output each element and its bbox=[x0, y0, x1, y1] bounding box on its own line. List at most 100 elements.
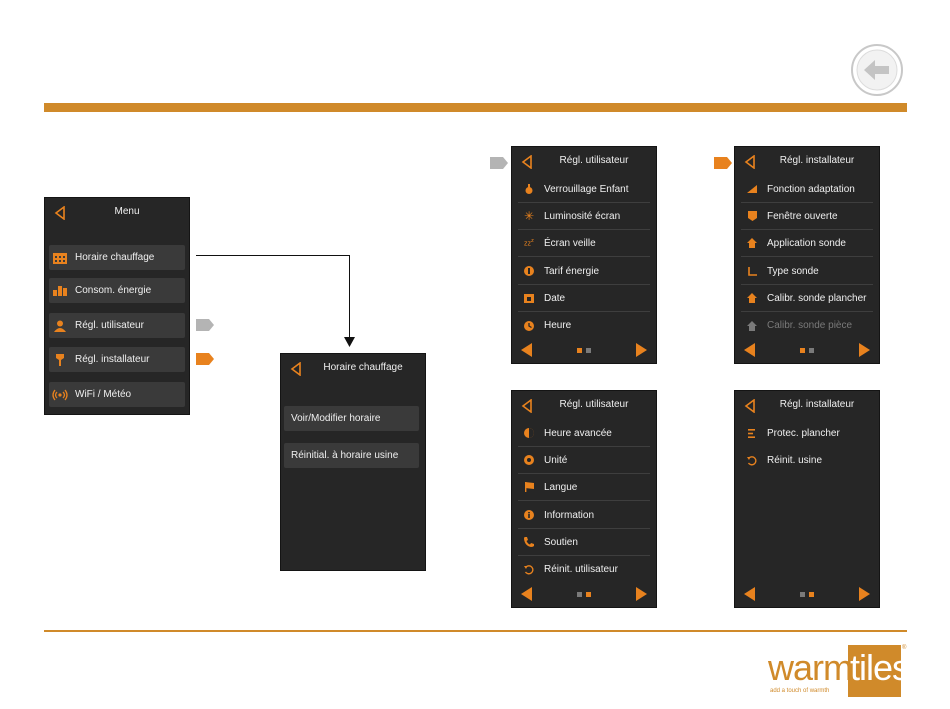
list-item-daylight-saving[interactable]: Heure avancée bbox=[518, 420, 650, 447]
logo-word-tiles: tiles bbox=[850, 647, 910, 688]
list-item-child-lock[interactable]: Verrouillage Enfant bbox=[518, 176, 650, 203]
pager bbox=[735, 581, 879, 607]
prev-page-arrow-icon[interactable] bbox=[521, 343, 532, 357]
list-item-sensor-application[interactable]: Application sonde bbox=[741, 230, 873, 257]
schedule-header: Horaire chauffage bbox=[281, 354, 425, 384]
connector-line-vertical bbox=[349, 255, 350, 341]
list-item-open-window[interactable]: Fenêtre ouverte bbox=[741, 203, 873, 230]
next-page-arrow-icon[interactable] bbox=[636, 343, 647, 357]
tag-installer-settings-marker bbox=[196, 353, 214, 365]
list-item-language[interactable]: Langue bbox=[518, 474, 650, 501]
heating-schedule-screen: Horaire chauffage Voir/Modifier horaire … bbox=[280, 353, 426, 571]
brightness-icon: ✳ bbox=[523, 209, 535, 223]
list-item-unit[interactable]: Unité bbox=[518, 447, 650, 474]
list-item-sensor-type[interactable]: Type sonde bbox=[741, 258, 873, 285]
header-accent-bar bbox=[44, 103, 907, 112]
logo-tiles-box bbox=[848, 645, 901, 697]
clock-icon bbox=[524, 320, 534, 331]
reset-factory-schedule-button[interactable]: Réinitial. à horaire usine bbox=[284, 443, 419, 468]
page-dot-active bbox=[800, 348, 805, 353]
back-triangle-icon[interactable] bbox=[521, 155, 533, 169]
floor-sensor-icon bbox=[747, 293, 757, 303]
list-item-floor-protection[interactable]: Protec. plancher bbox=[741, 420, 873, 447]
back-triangle-icon[interactable] bbox=[744, 399, 756, 413]
calendar-icon bbox=[53, 252, 67, 264]
installer-settings-header: Régl. installateur bbox=[735, 147, 879, 177]
bar-chart-icon bbox=[53, 285, 67, 296]
installer-settings-screen-page-1: Régl. installateur Fonction adaptation F… bbox=[734, 146, 880, 364]
child-lock-icon bbox=[525, 184, 533, 194]
back-triangle-icon[interactable] bbox=[290, 362, 302, 376]
list-item-time[interactable]: Heure bbox=[518, 312, 650, 339]
page-dot bbox=[577, 592, 582, 597]
tag-user-settings-marker bbox=[490, 157, 508, 169]
list-item-information[interactable]: Information bbox=[518, 502, 650, 529]
menu-item-label: Consom. énergie bbox=[75, 285, 152, 296]
connector-arrow-icon bbox=[344, 337, 355, 347]
menu-item-installer-settings[interactable]: Régl. installateur bbox=[49, 347, 185, 372]
adaptation-icon bbox=[747, 185, 757, 193]
list-item-adaptation-function[interactable]: Fonction adaptation bbox=[741, 176, 873, 203]
list-item-date[interactable]: Date bbox=[518, 285, 650, 312]
tag-user-settings-marker bbox=[196, 319, 214, 331]
menu-item-wifi-weather[interactable]: WiFi / Météo bbox=[49, 382, 185, 407]
menu-item-user-settings[interactable]: Régl. utilisateur bbox=[49, 313, 185, 338]
back-triangle-icon[interactable] bbox=[744, 155, 756, 169]
list-item-screen-sleep[interactable]: zzz Écran veille bbox=[518, 230, 650, 257]
menu-item-heating-schedule[interactable]: Horaire chauffage bbox=[49, 245, 185, 270]
info-icon bbox=[524, 510, 534, 520]
back-triangle-icon[interactable] bbox=[54, 206, 66, 220]
sleep-icon: zzz bbox=[524, 238, 534, 248]
tariff-icon bbox=[524, 266, 534, 276]
pager bbox=[512, 337, 656, 363]
back-triangle-icon[interactable] bbox=[521, 399, 533, 413]
date-icon bbox=[524, 294, 534, 303]
prev-page-arrow-icon[interactable] bbox=[521, 587, 532, 601]
list-item-support[interactable]: Soutien bbox=[518, 529, 650, 556]
back-arrow-icon bbox=[851, 44, 903, 96]
installer-settings-screen-page-2: Régl. installateur Protec. plancher Réin… bbox=[734, 390, 880, 608]
page-dot bbox=[800, 592, 805, 597]
warmtiles-logo: warm tiles ® add a touch of warmth bbox=[768, 645, 910, 699]
sensor-app-icon bbox=[747, 238, 757, 248]
user-settings-header: Régl. utilisateur bbox=[512, 147, 656, 177]
menu-screen: Menu Horaire chauffage Consom. énergie R… bbox=[44, 197, 190, 415]
next-page-arrow-icon[interactable] bbox=[636, 587, 647, 601]
list-item-energy-tariff[interactable]: Tarif énergie bbox=[518, 258, 650, 285]
page-dot-active bbox=[586, 592, 591, 597]
next-page-arrow-icon[interactable] bbox=[859, 587, 870, 601]
reset-icon bbox=[524, 564, 534, 574]
logo-word-warm: warm bbox=[768, 647, 853, 688]
prev-page-arrow-icon[interactable] bbox=[744, 587, 755, 601]
back-arrow-button[interactable] bbox=[850, 43, 904, 97]
sensor-type-icon bbox=[747, 266, 757, 276]
list-item-user-reset[interactable]: Réinit. utilisateur bbox=[518, 556, 650, 583]
list-item-room-sensor-calibration: Calibr. sonde pièce bbox=[741, 312, 873, 339]
prev-page-arrow-icon[interactable] bbox=[744, 343, 755, 357]
footer-accent-line bbox=[44, 630, 907, 632]
menu-item-label: Régl. installateur bbox=[75, 354, 150, 365]
user-settings-title: Régl. utilisateur bbox=[559, 155, 629, 166]
user-settings-screen-page-2: Régl. utilisateur Heure avancée Unité La… bbox=[511, 390, 657, 608]
list-item-screen-brightness[interactable]: ✳ Luminosité écran bbox=[518, 203, 650, 230]
installer-settings-header: Régl. installateur bbox=[735, 391, 879, 421]
connector-line-horizontal bbox=[196, 255, 350, 256]
user-settings-title: Régl. utilisateur bbox=[559, 399, 629, 410]
logo-tagline: add a touch of warmth bbox=[770, 688, 830, 694]
floor-protect-icon bbox=[747, 429, 755, 438]
tag-installer-settings-marker bbox=[714, 157, 732, 169]
daylight-icon bbox=[524, 428, 534, 438]
installer-settings-title: Régl. installateur bbox=[779, 155, 855, 166]
page-dot bbox=[809, 348, 814, 353]
schedule-title: Horaire chauffage bbox=[323, 362, 403, 373]
user-settings-screen-page-1: Régl. utilisateur Verrouillage Enfant ✳ … bbox=[511, 146, 657, 364]
phone-icon bbox=[524, 537, 534, 547]
menu-item-energy-consumption[interactable]: Consom. énergie bbox=[49, 278, 185, 303]
view-edit-schedule-button[interactable]: Voir/Modifier horaire bbox=[284, 406, 419, 431]
list-item-factory-reset[interactable]: Réinit. usine bbox=[741, 447, 873, 474]
next-page-arrow-icon[interactable] bbox=[859, 343, 870, 357]
menu-item-label: Horaire chauffage bbox=[75, 252, 155, 263]
wifi-icon bbox=[52, 389, 68, 400]
menu-item-label: WiFi / Météo bbox=[75, 389, 132, 400]
list-item-floor-sensor-calibration[interactable]: Calibr. sonde plancher bbox=[741, 285, 873, 312]
